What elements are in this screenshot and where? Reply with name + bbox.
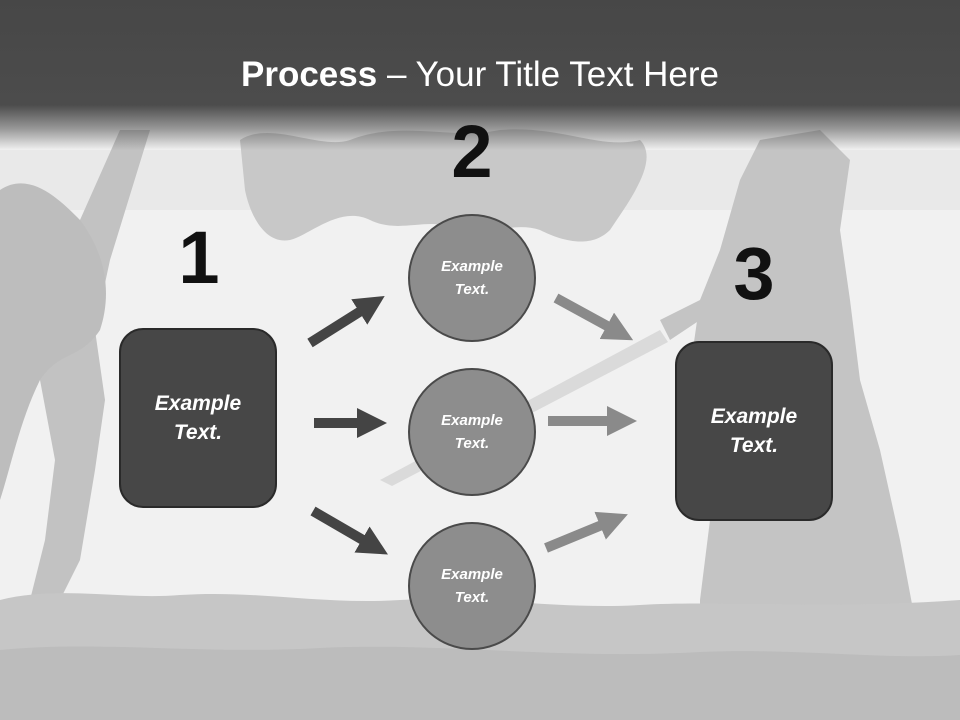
title-bold: Process xyxy=(241,55,378,94)
process-circle-top: Example Text. xyxy=(408,214,536,342)
process-circle-middle-text: Example Text. xyxy=(441,412,503,452)
process-circle-bottom-text: Example Text. xyxy=(441,566,503,606)
process-box-right: Example Text. xyxy=(675,341,833,521)
step-number-3: 3 xyxy=(733,232,775,315)
slide-title: Process – Your Title Text Here xyxy=(0,52,960,98)
title-rest: – Your Title Text Here xyxy=(377,55,719,94)
process-box-right-text: Example Text. xyxy=(710,405,798,457)
process-circle-bottom: Example Text. xyxy=(408,522,536,650)
step-number-2: 2 xyxy=(451,110,493,193)
arrow-to-top-circle xyxy=(307,296,385,348)
step-number-1: 1 xyxy=(178,216,220,299)
process-box-left-text: Example Text. xyxy=(154,392,242,444)
process-circle-top-text: Example Text. xyxy=(441,258,503,298)
title-bar xyxy=(0,0,960,150)
process-box-left: Example Text. xyxy=(119,328,277,508)
arrow-from-top-circle xyxy=(553,293,634,341)
process-circle-middle: Example Text. xyxy=(408,368,536,496)
arrow-from-bottom-circle xyxy=(544,511,628,553)
arrow-to-bottom-circle xyxy=(310,506,388,555)
